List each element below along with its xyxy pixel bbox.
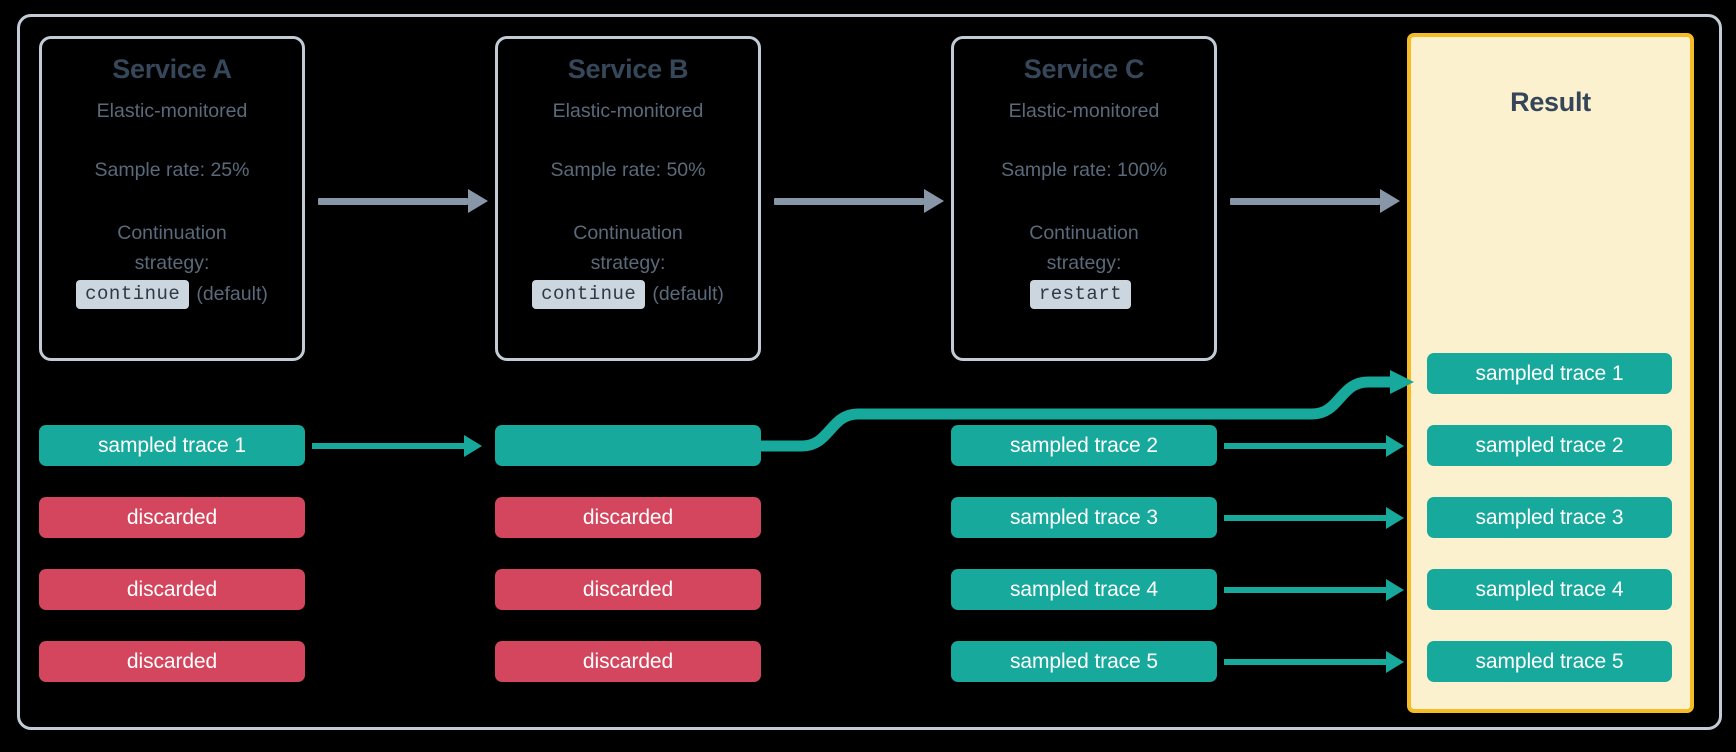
service-b-strategy-label-line1: Continuation [573, 222, 683, 245]
service-b-title: Service B [567, 54, 689, 84]
flow-arrow-b-to-c-head [924, 189, 944, 213]
flow-arrow-c-to-result [1230, 189, 1400, 213]
service-b-sample-rate: Sample rate: 50% [550, 159, 706, 182]
result-trace-2: sampled trace 3 [1427, 497, 1672, 538]
service-b-trace-2-label: discarded [582, 577, 674, 601]
service-box-b: Service B Elastic-monitored Sample rate:… [495, 36, 761, 361]
service-b-strategy-note: (default) [652, 282, 724, 305]
result-trace-4: sampled trace 5 [1427, 641, 1672, 682]
service-a-strategy-label-line1: Continuation [117, 222, 227, 245]
service-c-trace-1: sampled trace 3 [951, 497, 1217, 538]
service-box-c: Service C Elastic-monitored Sample rate:… [951, 36, 1217, 361]
service-b-strategy-value: continue [532, 279, 646, 309]
service-a-trace-3: discarded [39, 641, 305, 682]
service-a-trace-0: sampled trace 1 [39, 425, 305, 466]
service-a-strategy-label-line2: strategy: [134, 251, 210, 274]
result-trace-1: sampled trace 2 [1427, 425, 1672, 466]
flow-arrow-c-to-result-head [1380, 189, 1400, 213]
service-a-trace-0-label: sampled trace 1 [98, 433, 246, 457]
service-c-trace-0-label: sampled trace 2 [1010, 433, 1158, 457]
service-b-trace-1: discarded [495, 497, 761, 538]
service-box-a: Service A Elastic-monitored Sample rate:… [39, 36, 305, 361]
result-title: Result [1510, 87, 1591, 117]
service-c-trace-0: sampled trace 2 [951, 425, 1217, 466]
flow-arrow-a-to-b-shaft [318, 198, 468, 205]
result-trace-3: sampled trace 4 [1427, 569, 1672, 610]
trace-arrow-c2-to-result3 [1224, 579, 1404, 601]
result-trace-0: sampled trace 1 [1427, 353, 1672, 394]
trace-arrow-a0-to-b0-shaft [312, 443, 464, 449]
service-a-trace-3-label: discarded [126, 649, 218, 673]
flow-arrow-c-to-result-shaft [1230, 198, 1380, 205]
service-c-strategy-label: Continuation strategy: [1029, 219, 1139, 278]
service-a-title: Service A [112, 54, 232, 84]
service-b-trace-2: discarded [495, 569, 761, 610]
trace-arrow-c1-to-result2-shaft [1224, 515, 1386, 521]
service-c-title: Service C [1023, 54, 1145, 84]
service-c-strategy-value: restart [1029, 279, 1132, 309]
trace-arrow-c3-to-result4-shaft [1224, 659, 1386, 665]
trace-arrow-c1-to-result2 [1224, 507, 1404, 529]
result-trace-1-label: sampled trace 2 [1475, 433, 1624, 457]
service-c-trace-1-label: sampled trace 3 [1010, 505, 1158, 529]
trace-arrow-a0-to-b0 [312, 435, 482, 457]
service-c-trace-2: sampled trace 4 [951, 569, 1217, 610]
trace-arrow-c2-to-result3-head [1386, 579, 1404, 601]
service-a-subtitle: Elastic-monitored [96, 99, 248, 122]
service-c-trace-3-label: sampled trace 5 [1010, 649, 1158, 673]
service-b-trace-3: discarded [495, 641, 761, 682]
service-b-trace-3-label: discarded [582, 649, 674, 673]
curved-connector-path [756, 376, 1396, 452]
trace-arrow-c3-to-result4-head [1386, 651, 1404, 673]
trace-arrow-c3-to-result4 [1224, 651, 1404, 673]
service-a-trace-2-label: discarded [126, 577, 218, 601]
service-c-subtitle: Elastic-monitored [1008, 99, 1160, 122]
curved-connector-arrowhead [1390, 370, 1414, 394]
service-a-strategy-row: continue (default) [76, 279, 268, 309]
service-c-trace-2-label: sampled trace 4 [1010, 577, 1158, 601]
trace-arrow-c1-to-result2-head [1386, 507, 1404, 529]
service-a-trace-1: discarded [39, 497, 305, 538]
service-c-strategy-row: restart [1029, 279, 1138, 309]
service-b-subtitle: Elastic-monitored [552, 99, 704, 122]
service-a-strategy-label: Continuation strategy: [117, 219, 227, 278]
service-a-sample-rate: Sample rate: 25% [94, 159, 250, 182]
service-b-strategy-label: Continuation strategy: [573, 219, 683, 278]
service-b-trace-1-label: discarded [582, 505, 674, 529]
result-trace-2-label: sampled trace 3 [1475, 505, 1624, 529]
flow-arrow-b-to-c [774, 189, 944, 213]
service-b-strategy-row: continue (default) [532, 279, 724, 309]
trace-arrow-c2-to-result3-shaft [1224, 587, 1386, 593]
trace-arrow-c0-to-result1 [1224, 435, 1404, 457]
trace-arrow-c0-to-result1-head [1386, 435, 1404, 457]
flow-arrow-a-to-b-head [468, 189, 488, 213]
result-trace-3-label: sampled trace 4 [1475, 577, 1624, 601]
result-trace-0-label: sampled trace 1 [1475, 361, 1624, 385]
service-c-sample-rate: Sample rate: 100% [1001, 159, 1167, 182]
service-a-strategy-value: continue [76, 279, 190, 309]
diagram-outer-frame [17, 14, 1722, 730]
flow-arrow-a-to-b [318, 189, 488, 213]
service-a-trace-1-label: discarded [126, 505, 218, 529]
trace-arrow-a0-to-b0-head [464, 435, 482, 457]
service-c-strategy-label-line1: Continuation [1029, 222, 1139, 245]
service-c-strategy-label-line2: strategy: [1046, 251, 1122, 274]
service-a-strategy-note: (default) [196, 282, 268, 305]
service-c-trace-3: sampled trace 5 [951, 641, 1217, 682]
flow-arrow-b-to-c-shaft [774, 198, 924, 205]
result-trace-4-label: sampled trace 5 [1475, 649, 1624, 673]
curved-connector-b0-to-result0 [756, 370, 1414, 452]
trace-arrow-c0-to-result1-shaft [1224, 443, 1386, 449]
service-b-strategy-label-line2: strategy: [590, 251, 666, 274]
service-b-trace-0 [495, 425, 761, 466]
service-a-trace-2: discarded [39, 569, 305, 610]
